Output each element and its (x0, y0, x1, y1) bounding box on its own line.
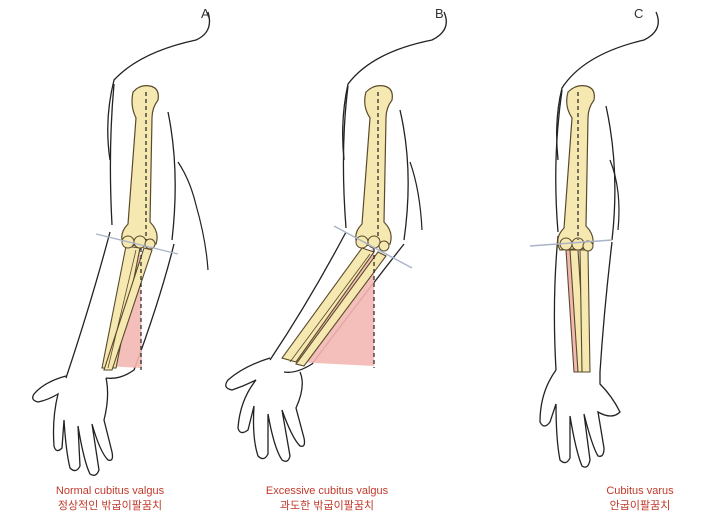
arm-diagram-c (529, 11, 659, 468)
caption-b: Excessive cubitus valgus 과도한 밖굽이팔꿈치 (232, 484, 422, 514)
caption-b-en: Excessive cubitus valgus (265, 485, 389, 497)
arm-diagram-b (225, 11, 447, 462)
caption-c-ko: 안굽이팔꿈치 (609, 500, 671, 512)
panel-label-b: B (435, 6, 444, 21)
panel-label-c: C (634, 6, 644, 21)
arm-diagram-a (32, 11, 211, 476)
caption-a-ko: 정상적인 밖굽이팔꿈치 (57, 500, 163, 512)
caption-a-en: Normal cubitus valgus (55, 485, 165, 497)
panel-label-a: A (201, 6, 210, 21)
caption-c-en: Cubitus varus (606, 485, 674, 497)
caption-c: Cubitus varus 안굽이팔꿈치 (580, 484, 700, 514)
caption-b-ko: 과도한 밖굽이팔꿈치 (279, 500, 375, 512)
caption-a: Normal cubitus valgus 정상적인 밖굽이팔꿈치 (20, 484, 200, 514)
